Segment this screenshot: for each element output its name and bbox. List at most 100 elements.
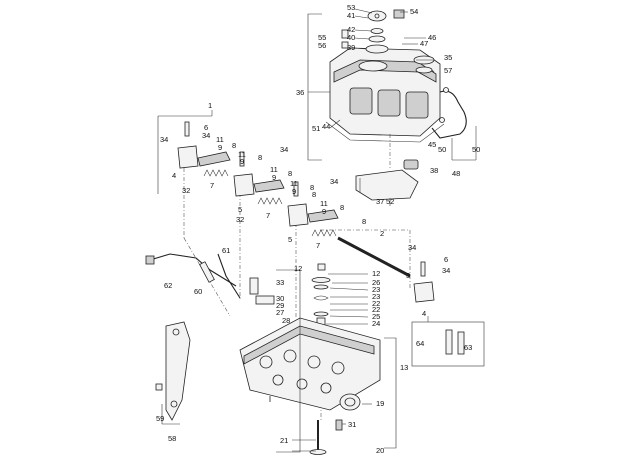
callout-12a: 12 (294, 264, 302, 273)
bracket-bolt-2 (239, 151, 245, 167)
rocker-arm-1 (197, 151, 231, 167)
callout-34d: 34 (330, 177, 338, 186)
valve-spring (313, 295, 329, 301)
clamp-plate (255, 295, 275, 305)
cover-washer (341, 41, 349, 49)
callout-56: 56 (318, 41, 326, 50)
leak-off-pipe (217, 253, 241, 299)
callout-57: 57 (444, 66, 452, 75)
callout-11c: 11 (270, 165, 278, 174)
callout-1: 1 (208, 101, 212, 110)
rocker-shaft (337, 236, 411, 278)
callout-34a: 34 (160, 135, 168, 144)
pushrod-inset-frame (411, 321, 485, 367)
valve-cover-fin-2 (377, 89, 401, 117)
callout-9d: 9 (292, 187, 296, 196)
callout-9a: 9 (218, 143, 222, 152)
lifting-bracket (155, 321, 191, 425)
callout-19: 19 (376, 399, 384, 408)
rocker-arm-2 (253, 179, 285, 193)
callout-23a: 23 (372, 285, 380, 294)
callout-36: 36 (296, 88, 304, 97)
callout-13: 13 (400, 363, 408, 372)
rocker-arm-group (157, 115, 435, 318)
callout-51: 51 (312, 124, 320, 133)
breather-diaphragm (365, 44, 389, 54)
breather-washer (370, 28, 384, 34)
callout-7b: 7 (266, 211, 270, 220)
callout-52: 52 (386, 197, 394, 206)
hose-clamp-upper (443, 87, 449, 93)
callout-53: 53 (347, 3, 355, 12)
tappet-1 (445, 329, 453, 355)
valve-cover-fin-1 (349, 87, 373, 115)
callout-29: 29 (276, 301, 284, 310)
callout-61: 61 (222, 246, 230, 255)
valve-cover-fin-3 (405, 91, 429, 119)
callout-6a: 6 (204, 123, 208, 132)
hose-clamp (439, 117, 445, 123)
nozzle-holder (249, 277, 259, 295)
callout-7a: 7 (210, 181, 214, 190)
callout-labels: 53 41 54 42 40 55 56 39 46 47 35 57 36 5… (156, 3, 480, 455)
spring-retainer (311, 277, 331, 283)
callout-42: 42 (347, 25, 355, 34)
callout-41: 41 (347, 11, 355, 20)
callout-8a: 8 (232, 141, 236, 150)
callout-21: 21 (280, 436, 288, 445)
tappet-2 (457, 331, 465, 355)
callout-33: 33 (276, 278, 284, 287)
oil-filler-opening (358, 60, 388, 72)
rocker-spring-2 (257, 197, 283, 205)
callout-20: 20 (376, 446, 384, 455)
rocker-bracket-end (413, 281, 435, 303)
group-bracket-36 (307, 13, 322, 161)
callout-46: 46 (428, 33, 436, 42)
callout-22b: 22 (372, 305, 380, 314)
injector-pipe-group (145, 253, 275, 305)
callout-24: 24 (372, 319, 380, 328)
callout-8d: 8 (310, 183, 314, 192)
rocker-bracket-2 (233, 173, 255, 197)
leader-lines (211, 8, 477, 452)
callout-11a: 11 (216, 135, 224, 144)
valve-guide (335, 419, 343, 431)
oil-filler-cap-seal (415, 66, 433, 74)
callout-60: 60 (194, 287, 202, 296)
callout-54: 54 (410, 7, 418, 16)
callout-34b: 34 (202, 131, 210, 140)
rocker-arm-3 (307, 209, 339, 223)
callout-34c: 34 (280, 145, 288, 154)
callout-58: 58 (168, 434, 176, 443)
callout-23b: 23 (372, 292, 380, 301)
rocker-spring-3 (311, 229, 337, 237)
callout-38: 38 (430, 166, 438, 175)
callout-59: 59 (156, 414, 164, 423)
valve-cap (317, 263, 326, 271)
callout-50a: 50 (438, 145, 446, 154)
callout-8f: 8 (340, 203, 344, 212)
callout-5b: 5 (288, 235, 292, 244)
end-bracket-bolt (420, 261, 426, 277)
callout-37: 37 (376, 197, 384, 206)
callout-39: 39 (347, 43, 355, 52)
callout-9b: 9 (240, 157, 244, 166)
rocker-bracket-3 (287, 203, 309, 227)
callout-32b: 32 (236, 215, 244, 224)
callout-26: 26 (372, 278, 380, 287)
callout-8e: 8 (312, 190, 316, 199)
callout-30: 30 (276, 294, 284, 303)
callout-8g: 8 (362, 217, 366, 226)
callout-32a: 32 (182, 186, 190, 195)
callout-48: 48 (452, 169, 460, 178)
callout-44: 44 (322, 122, 330, 131)
callout-47: 47 (420, 39, 428, 48)
group-bracket-13 (384, 337, 397, 449)
callout-64: 64 (416, 339, 424, 348)
callout-2: 2 (380, 229, 384, 238)
heat-shield-bracket (403, 159, 419, 170)
callout-27: 27 (276, 308, 284, 317)
cover-gasket (325, 121, 445, 143)
cover-nut (341, 29, 349, 39)
